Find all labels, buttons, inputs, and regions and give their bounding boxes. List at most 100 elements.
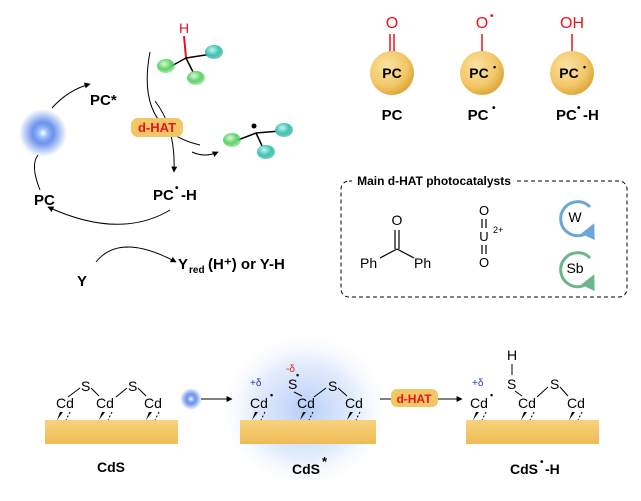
svg-text:-H: -H (181, 187, 197, 204)
radical-molecule (223, 123, 293, 159)
green-atom-icon (157, 59, 175, 73)
photocatalytic-cycle: H d-HAT PC* PC PC • -H Y (19, 20, 293, 290)
svg-text:PC: PC (382, 65, 401, 81)
svg-text:O: O (392, 212, 403, 228)
svg-text:•: • (583, 62, 586, 72)
radical-dot-label: • (175, 183, 179, 194)
svg-text:Cd: Cd (56, 395, 74, 411)
pc-star-label: PC* (90, 92, 117, 109)
svg-text:Cd: Cd (297, 395, 315, 411)
dhat-badge (391, 389, 438, 407)
benzophenone-structure: O Ph Ph (360, 212, 431, 271)
cds-h: +δ Cd • Cd Cd H S S CdS • -H (466, 347, 599, 477)
tungsten-cycle-icon: W (559, 200, 595, 241)
svg-text:Cd: Cd (567, 395, 585, 411)
svg-text:PC: PC (382, 107, 403, 124)
svg-text:•: • (492, 103, 496, 114)
arc-pc-up (34, 154, 41, 191)
arrow-to-radical (191, 151, 219, 157)
cds-excited-glow (223, 335, 387, 485)
svg-text:•: • (490, 11, 494, 22)
teal-atom-icon (275, 123, 293, 137)
dhat-label: d-HAT (138, 120, 176, 135)
svg-text:O: O (479, 255, 489, 270)
radical-dot-icon (251, 123, 257, 129)
substrate-molecule: H (157, 20, 223, 85)
svg-text:Cd: Cd (96, 395, 114, 411)
cds-excited: +δ Cd • Cd Cd -δ S • S CdS * (240, 364, 376, 477)
cds-ground: Cd Cd Cd S S CdS (45, 378, 178, 475)
svg-text:2+: 2+ (493, 225, 503, 235)
svg-text:+δ: +δ (472, 378, 484, 389)
green-atom-icon (187, 71, 205, 85)
svg-text:S: S (507, 376, 516, 392)
svg-text:*: * (322, 454, 328, 469)
antimony-cycle-icon: Sb (559, 251, 595, 292)
product-label: Y red (H⁺) or Y-H (178, 256, 285, 276)
svg-text:Cd: Cd (345, 395, 363, 411)
svg-text:Cd: Cd (470, 395, 488, 411)
catalysts-box: Main d-HAT photocatalysts O Ph Ph O U 2+… (340, 173, 628, 298)
svg-text:O: O (476, 15, 488, 32)
svg-text:Cd: Cd (250, 395, 268, 411)
svg-text:Ph: Ph (360, 255, 377, 271)
cds-label: CdS (97, 459, 125, 475)
svg-text:Ph: Ph (414, 255, 431, 271)
svg-text:-δ: -δ (286, 364, 295, 375)
arc-substrate (146, 51, 201, 146)
svg-text:H: H (507, 347, 517, 363)
pc-ball-icon (550, 51, 594, 95)
state-pc-radical: O • PC • PC • (460, 11, 504, 124)
svg-text:PC: PC (559, 65, 578, 81)
teal-atom-icon (205, 45, 223, 59)
svg-text:S: S (288, 376, 297, 392)
catalyst-states: O PC PC O • PC • PC • OH PC • PC • -H (370, 11, 599, 124)
svg-text:S: S (328, 378, 337, 394)
y-label: Y (77, 273, 87, 290)
svg-text:red: red (189, 265, 205, 276)
substrate-h-label: H (179, 20, 189, 36)
green-atom-icon (223, 133, 241, 147)
pc-ball-icon (370, 51, 414, 95)
state-pc-h: OH PC • PC • -H (550, 15, 599, 124)
arrow-regeneration (47, 206, 171, 225)
dhat-badge (131, 118, 183, 137)
svg-text:O: O (386, 15, 398, 32)
svg-text:W: W (568, 209, 582, 225)
svg-text:•: • (577, 103, 581, 114)
uranyl-structure: O U 2+ O (479, 203, 503, 270)
svg-text:PC: PC (468, 107, 489, 124)
svg-text:O: O (479, 203, 489, 218)
arrow-y-to-product (95, 246, 177, 263)
svg-text:S: S (550, 376, 559, 392)
svg-text:-H: -H (583, 107, 599, 124)
cds-slab (240, 420, 376, 444)
svg-text:•: • (296, 370, 299, 380)
svg-text:PC: PC (556, 107, 577, 124)
svg-text:S: S (128, 378, 137, 394)
svg-text:Sb: Sb (566, 260, 583, 276)
pc-label: PC (34, 192, 55, 209)
svg-text:Cd: Cd (518, 395, 536, 411)
svg-text:Cd: Cd (144, 395, 162, 411)
svg-text:OH: OH (560, 15, 584, 32)
svg-text:U: U (479, 229, 488, 244)
svg-text:•: • (270, 390, 273, 400)
svg-text:PC: PC (153, 187, 174, 204)
svg-text:S: S (81, 378, 90, 394)
svg-text:-H: -H (545, 461, 560, 477)
light-glow-icon (180, 388, 202, 410)
cds-panel: Cd Cd Cd S S CdS +δ Cd • Cd Cd (45, 335, 599, 485)
dhat-label: d-HAT (396, 392, 432, 406)
state-pc: O PC PC (370, 15, 414, 124)
svg-text:•: • (493, 62, 496, 72)
svg-text:PC: PC (469, 65, 488, 81)
cds-h-label: CdS (510, 461, 538, 477)
catalysts-title: Main d-HAT photocatalysts (357, 174, 511, 188)
cds-star-label: CdS (292, 461, 320, 477)
svg-text:Y: Y (178, 256, 188, 273)
arrow-excitation (51, 82, 91, 109)
teal-atom-icon (257, 145, 275, 159)
